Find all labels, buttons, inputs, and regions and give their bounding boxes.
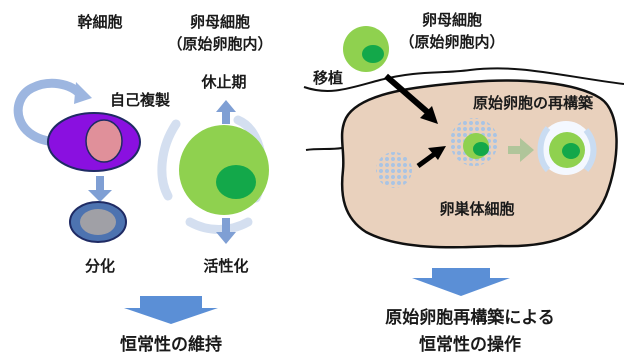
- left-result-label: 恒常性の維持: [120, 335, 222, 355]
- reconstruction-arrow: [508, 138, 534, 162]
- left-oocyte-label-line2: （原始卵胞内）: [167, 35, 273, 53]
- aggregate-arrowhead: [428, 146, 446, 160]
- transplant-label: 移植: [312, 69, 344, 87]
- stem-cell-nucleus: [85, 119, 123, 163]
- self-renewal-arrow: [13, 78, 87, 147]
- right-result-label-line2: 恒常性の操作: [419, 335, 521, 355]
- aggregate-oocyte-nucleus: [473, 142, 489, 156]
- granulosa-arc-bottom: [185, 217, 253, 234]
- right-oocyte-label-line2: （原始卵胞内）: [399, 33, 505, 51]
- left-result-arrow: [124, 296, 218, 324]
- tissue-line-top: [303, 67, 624, 92]
- right-oocyte-label-line1: 卵母細胞: [421, 11, 483, 29]
- tissue-line-left: [305, 147, 343, 151]
- follicle-granulosa-left: [537, 126, 551, 173]
- reconstructed-oocyte-nucleus: [562, 143, 580, 159]
- dormant-oocyte-nucleus: [216, 165, 256, 199]
- follicle-granulosa-right: [583, 128, 597, 172]
- transplant-arrow: [384, 73, 434, 119]
- activation-arrow-down: [216, 218, 236, 244]
- differentiation-arrow: [88, 176, 112, 202]
- transplant-oocyte-nucleus: [362, 45, 384, 63]
- somatic-cell-cluster: [376, 152, 412, 188]
- self-renewal-arrowhead: [74, 82, 92, 104]
- right-result-label-line1: 原始卵胞再構築による: [385, 308, 555, 328]
- left-oocyte-label-line1: 卵母細胞: [189, 13, 251, 31]
- stem-cell-label: 幹細胞: [77, 13, 123, 31]
- somatic-cell-label: 卵巣体細胞: [439, 200, 515, 218]
- right-result-arrow: [412, 268, 510, 296]
- differentiation-label: 分化: [84, 257, 116, 275]
- self-renewal-label: 自己複製: [109, 91, 171, 109]
- dormancy-arrow-up: [216, 100, 236, 124]
- granulosa-arc-left: [157, 119, 181, 201]
- activation-label: 活性化: [203, 257, 249, 275]
- differentiated-cell-nucleus: [80, 209, 116, 235]
- reconstruction-label: 原始卵胞の再構築: [472, 94, 594, 112]
- transplant-arrowhead: [420, 106, 438, 124]
- dormancy-label: 休止期: [201, 73, 247, 91]
